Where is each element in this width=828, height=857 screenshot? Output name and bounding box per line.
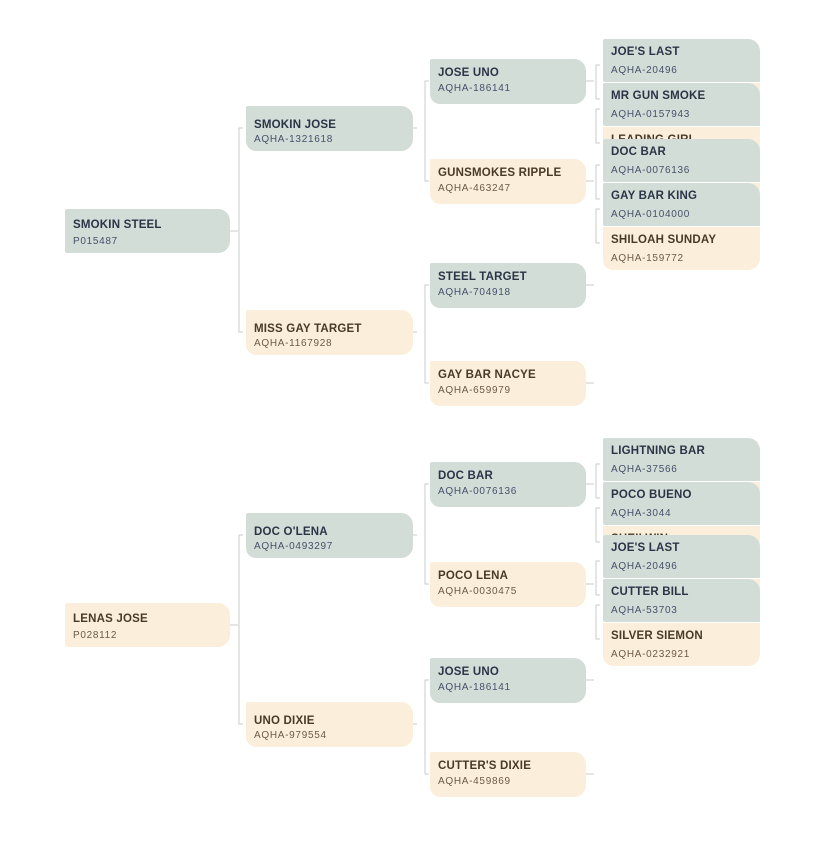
horse-name: SMOKIN JOSE: [254, 119, 337, 131]
parent-dam: UNO DIXIE AQHA-979554: [246, 702, 413, 747]
grandparent-dam: GUNSMOKES RIPPLE AQHA-463247: [430, 159, 586, 204]
great-grandparent-sire: JOE'S LAST AQHA-20496: [603, 39, 760, 82]
great-grandparent-dam: SILVER SIEMON AQHA-0232921: [603, 623, 760, 666]
horse-name: SHILOAH SUNDAY: [611, 234, 717, 246]
horse-name: SMOKIN STEEL: [73, 219, 162, 231]
subject-horse: LENAS JOSE P028112: [65, 603, 230, 647]
horse-name: SILVER SIEMON: [611, 630, 703, 642]
registration-number: AQHA-186141: [438, 682, 511, 693]
registration-number: AQHA-459869: [438, 776, 511, 787]
horse-name: DOC BAR: [438, 470, 494, 482]
connector-bracket-great-grandparents: [595, 164, 600, 200]
registration-number: AQHA-0493297: [254, 541, 334, 552]
horse-name: CUTTER'S DIXIE: [438, 760, 532, 772]
registration-number: AQHA-20496: [611, 65, 678, 76]
connector-bracket-grandparents: [424, 679, 429, 775]
horse-name: JOSE UNO: [438, 67, 500, 79]
great-grandparent-dam: SHILOAH SUNDAY AQHA-159772: [603, 227, 760, 270]
horse-name: GUNSMOKES RIPPLE: [438, 167, 562, 179]
horse-name: GAY BAR NACYE: [438, 369, 536, 381]
registration-number: AQHA-3044: [611, 508, 672, 519]
parent-sire: SMOKIN JOSE AQHA-1321618: [246, 106, 413, 151]
grandparent-sire: DOC BAR AQHA-0076136: [430, 462, 586, 507]
registration-number: AQHA-0157943: [611, 109, 691, 120]
grandparent-dam: GAY BAR NACYE AQHA-659979: [430, 361, 586, 406]
horse-name: STEEL TARGET: [438, 271, 527, 283]
grandparent-sire: JOSE UNO AQHA-186141: [430, 658, 586, 703]
connector-bracket-great-grandparents: [595, 108, 600, 144]
connector-bracket-parents: [238, 127, 243, 333]
registration-number: P028112: [73, 630, 118, 641]
registration-number: AQHA-0232921: [611, 649, 691, 660]
registration-number: AQHA-659979: [438, 385, 511, 396]
horse-name: JOE'S LAST: [611, 46, 680, 58]
registration-number: AQHA-159772: [611, 253, 684, 264]
registration-number: AQHA-0076136: [611, 165, 691, 176]
great-grandparent-sire: JOE'S LAST AQHA-20496: [603, 535, 760, 578]
horse-name: DOC O'LENA: [254, 526, 328, 538]
registration-number: AQHA-20496: [611, 561, 678, 572]
horse-name: MR GUN SMOKE: [611, 90, 706, 102]
registration-number: AQHA-1167928: [254, 338, 333, 349]
grandparent-sire: JOSE UNO AQHA-186141: [430, 59, 586, 104]
registration-number: AQHA-0076136: [438, 486, 518, 497]
registration-number: AQHA-37566: [611, 464, 678, 475]
connector-bracket-great-grandparents: [595, 463, 600, 499]
horse-name: MISS GAY TARGET: [254, 323, 362, 335]
subject-horse: SMOKIN STEEL P015487: [65, 209, 230, 253]
registration-number: AQHA-704918: [438, 287, 511, 298]
grandparent-sire: STEEL TARGET AQHA-704918: [430, 263, 586, 308]
horse-name: JOE'S LAST: [611, 542, 680, 554]
connector-bracket-parents: [238, 534, 243, 725]
horse-name: DOC BAR: [611, 146, 667, 158]
horse-name: GAY BAR KING: [611, 190, 698, 202]
registration-number: AQHA-0030475: [438, 586, 518, 597]
parent-dam: MISS GAY TARGET AQHA-1167928: [246, 310, 413, 355]
great-grandparent-sire: MR GUN SMOKE AQHA-0157943: [603, 83, 760, 126]
horse-name: LENAS JOSE: [73, 613, 148, 625]
great-grandparent-sire: CUTTER BILL AQHA-53703: [603, 579, 760, 622]
horse-name: UNO DIXIE: [254, 715, 315, 727]
great-grandparent-sire: GAY BAR KING AQHA-0104000: [603, 183, 760, 226]
great-grandparent-sire: DOC BAR AQHA-0076136: [603, 139, 760, 182]
registration-number: AQHA-979554: [254, 730, 327, 741]
grandparent-dam: POCO LENA AQHA-0030475: [430, 562, 586, 607]
registration-number: AQHA-1321618: [254, 134, 334, 145]
horse-name: LIGHTNING BAR: [611, 445, 705, 457]
registration-number: P015487: [73, 236, 118, 247]
grandparent-dam: CUTTER'S DIXIE AQHA-459869: [430, 752, 586, 797]
horse-name: JOSE UNO: [438, 666, 500, 678]
connector-bracket-great-grandparents: [595, 64, 600, 100]
registration-number: AQHA-53703: [611, 605, 678, 616]
registration-number: AQHA-0104000: [611, 209, 691, 220]
connector-bracket-great-grandparents: [595, 560, 600, 596]
horse-name: POCO BUENO: [611, 489, 692, 501]
great-grandparent-sire: POCO BUENO AQHA-3044: [603, 482, 760, 525]
great-grandparent-sire: LIGHTNING BAR AQHA-37566: [603, 438, 760, 481]
horse-name: CUTTER BILL: [611, 586, 689, 598]
connector-bracket-grandparents: [424, 483, 429, 585]
connector-bracket-grandparents: [424, 80, 429, 182]
connector-bracket-great-grandparents: [595, 507, 600, 543]
registration-number: AQHA-463247: [438, 183, 511, 194]
registration-number: AQHA-186141: [438, 83, 511, 94]
parent-sire: DOC O'LENA AQHA-0493297: [246, 513, 413, 558]
connector-bracket-great-grandparents: [595, 604, 600, 640]
connector-bracket-great-grandparents: [595, 208, 600, 244]
connector-bracket-grandparents: [424, 284, 429, 384]
horse-name: POCO LENA: [438, 570, 509, 582]
